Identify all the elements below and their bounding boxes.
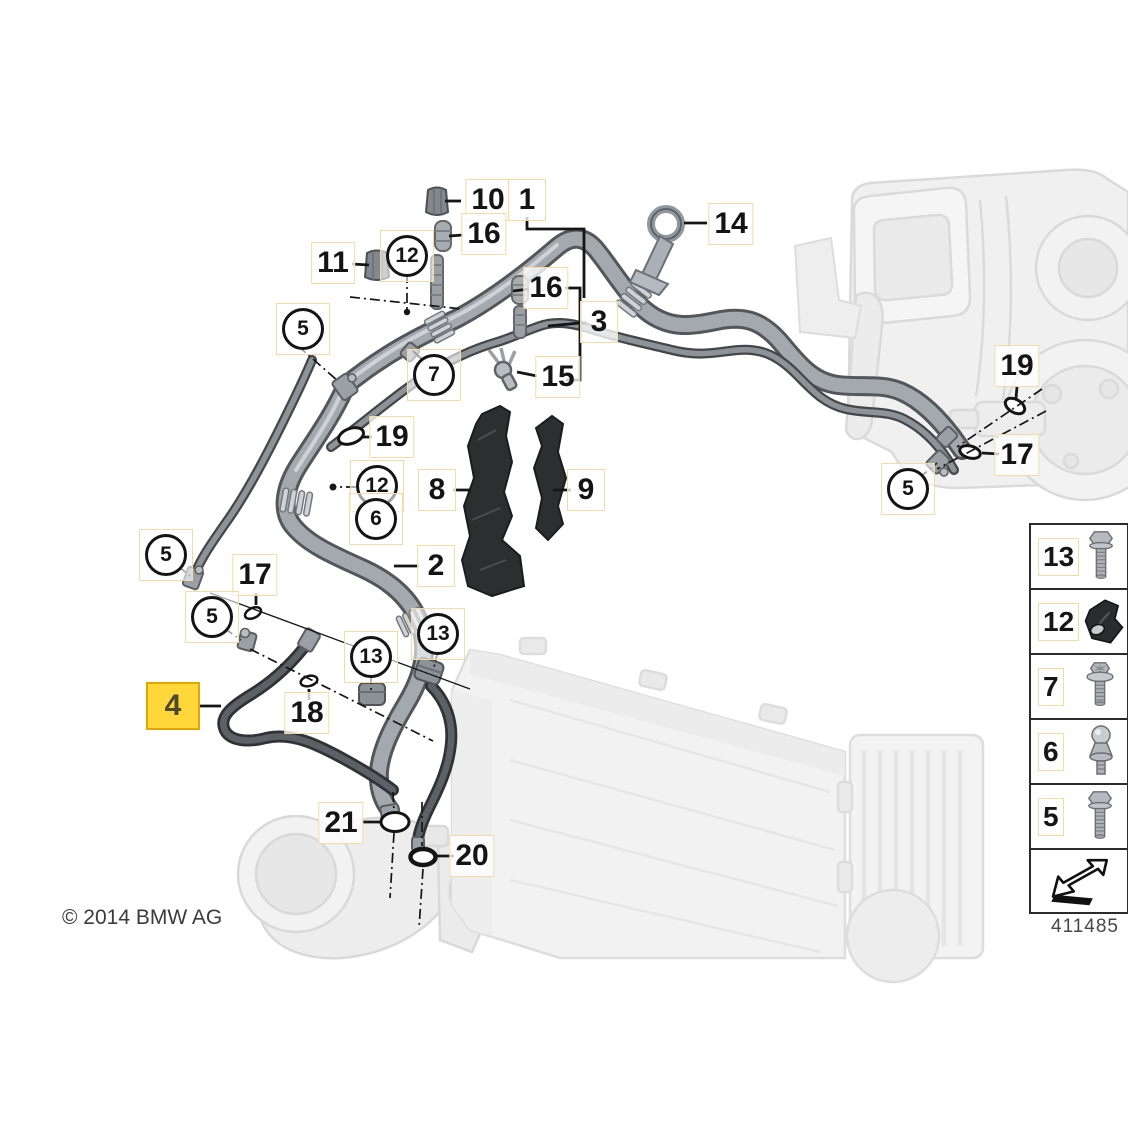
callout-circle-number: 5 (191, 596, 233, 638)
o-ring-21 (379, 811, 411, 833)
callout-12[interactable]: 12 (380, 230, 434, 282)
fitting (935, 425, 959, 449)
legend-panel: 13 12 7 6 5 (1029, 523, 1128, 914)
o-ring-19-right (1003, 396, 1027, 416)
legend-item-5[interactable]: 5 (1031, 785, 1127, 850)
legend-number: 5 (1038, 797, 1064, 836)
background-radiator (450, 636, 847, 960)
hose-4 (217, 635, 399, 796)
ball-stud-icon (1080, 724, 1122, 780)
legend-arrow-cell[interactable] (1031, 850, 1127, 912)
callout-7[interactable]: 7 (407, 349, 461, 401)
callout-5[interactable]: 5 (185, 591, 239, 643)
clamp-13-right (413, 656, 445, 686)
callout-circle-number: 7 (413, 354, 455, 396)
callout-circle-number: 5 (282, 308, 324, 350)
callout-11[interactable]: 11 (311, 242, 355, 284)
grommet-10 (424, 186, 450, 216)
o-ring-20 (408, 846, 438, 868)
callout-3[interactable]: 3 (580, 301, 618, 343)
diagram-number: 411485 (1051, 916, 1119, 937)
background-fan-shroud (836, 733, 985, 984)
callout-5[interactable]: 5 (881, 463, 935, 515)
bushing-16-upper (430, 220, 452, 310)
callout-13[interactable]: 13 (411, 608, 465, 660)
callout-15[interactable]: 15 (535, 356, 581, 398)
callout-circle-number: 13 (417, 613, 459, 655)
clamp-13-left (358, 682, 386, 706)
o-ring-17-left (243, 605, 263, 621)
callout-circle-number: 6 (355, 498, 397, 540)
background-bracket (793, 236, 863, 340)
callout-9[interactable]: 9 (567, 469, 605, 511)
bolt-icon (1078, 789, 1122, 845)
callout-4[interactable]: 4 (146, 682, 200, 730)
legend-number: 7 (1038, 667, 1064, 706)
copyright-text: © 2014 BMW AG (62, 906, 223, 929)
clip-icon (1079, 597, 1128, 647)
callout-1[interactable]: 1 (508, 179, 546, 221)
legend-item-13[interactable]: 13 (1031, 525, 1127, 590)
callout-6[interactable]: 6 (349, 493, 403, 545)
o-ring-19-left (337, 426, 365, 446)
clamp-14 (628, 205, 685, 297)
hose-to-port (412, 680, 458, 846)
valve-15 (487, 347, 518, 392)
callout-16[interactable]: 16 (523, 267, 569, 309)
legend-number: 6 (1038, 732, 1064, 771)
legend-item-7[interactable]: 7 (1031, 655, 1127, 720)
legend-item-6[interactable]: 6 (1031, 720, 1127, 785)
legend-item-12[interactable]: 12 (1031, 590, 1127, 655)
cover-8 (460, 404, 526, 598)
callout-13[interactable]: 13 (344, 631, 398, 683)
legend-number: 12 (1038, 602, 1080, 641)
direction-arrow-icon (1043, 855, 1115, 907)
callout-8[interactable]: 8 (418, 469, 456, 511)
callout-5[interactable]: 5 (139, 529, 193, 581)
callout-18[interactable]: 18 (284, 692, 330, 734)
callout-19[interactable]: 19 (994, 345, 1040, 387)
callout-16[interactable]: 16 (461, 213, 507, 255)
bolt-icon (1079, 529, 1123, 585)
callout-17[interactable]: 17 (232, 554, 278, 596)
callout-14[interactable]: 14 (708, 203, 754, 245)
callout-17[interactable]: 17 (994, 434, 1040, 476)
refrigerant-line-left (188, 355, 317, 585)
callout-circle-number: 5 (887, 468, 929, 510)
flange-bolt-icon (1078, 661, 1122, 713)
callout-circle-number: 13 (350, 636, 392, 678)
callout-21[interactable]: 21 (318, 802, 364, 844)
callout-2[interactable]: 2 (417, 545, 455, 587)
cover-9 (532, 414, 568, 542)
callout-circle-number: 5 (145, 534, 187, 576)
legend-number: 13 (1038, 537, 1080, 576)
callout-circle-number: 12 (386, 235, 428, 277)
o-ring-18 (299, 674, 319, 688)
callout-19[interactable]: 19 (369, 416, 415, 458)
callout-5[interactable]: 5 (276, 303, 330, 355)
suction-line-2 (275, 380, 435, 820)
callout-20[interactable]: 20 (449, 835, 495, 877)
